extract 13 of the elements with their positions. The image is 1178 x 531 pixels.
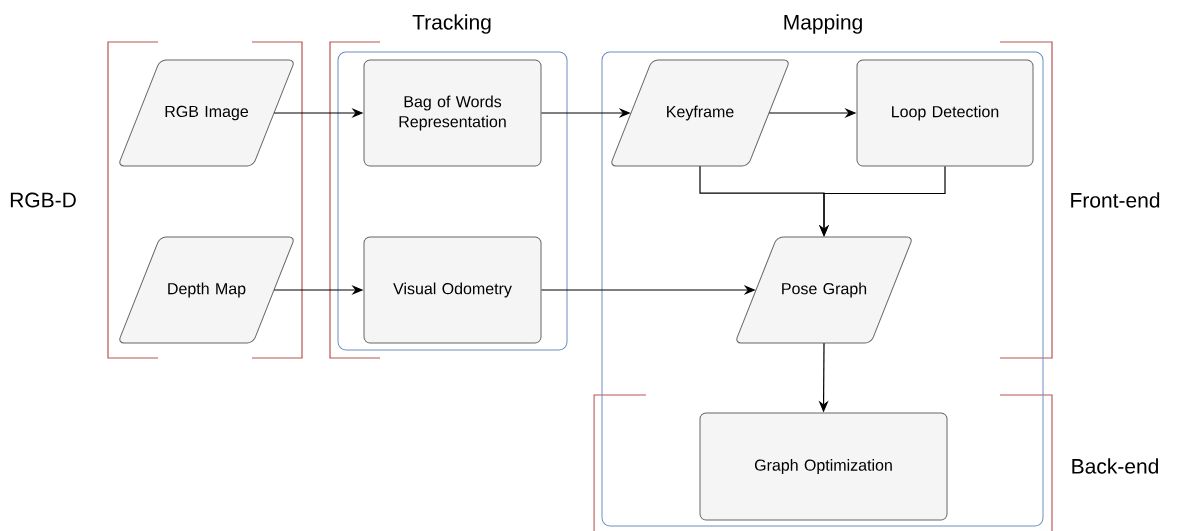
section-label: Front-end xyxy=(1071,192,1160,208)
process-box: Visual Odometry xyxy=(363,236,542,344)
group-heading: Tracking xyxy=(412,14,491,34)
group-heading: RGB-D xyxy=(10,192,76,208)
process-box: Loop Detection xyxy=(856,59,1034,167)
section-label: Back-end xyxy=(1072,458,1158,474)
process-box: Graph Optimization xyxy=(699,412,948,521)
data-parallelogram: Keyframe xyxy=(611,59,789,167)
process-box: Bag of Words Representation xyxy=(363,59,542,167)
data-parallelogram: RGB Image xyxy=(119,59,294,167)
data-parallelogram: Pose Graph xyxy=(736,236,912,344)
group-heading: Mapping xyxy=(784,14,862,34)
data-parallelogram: Depth Map xyxy=(119,236,294,344)
